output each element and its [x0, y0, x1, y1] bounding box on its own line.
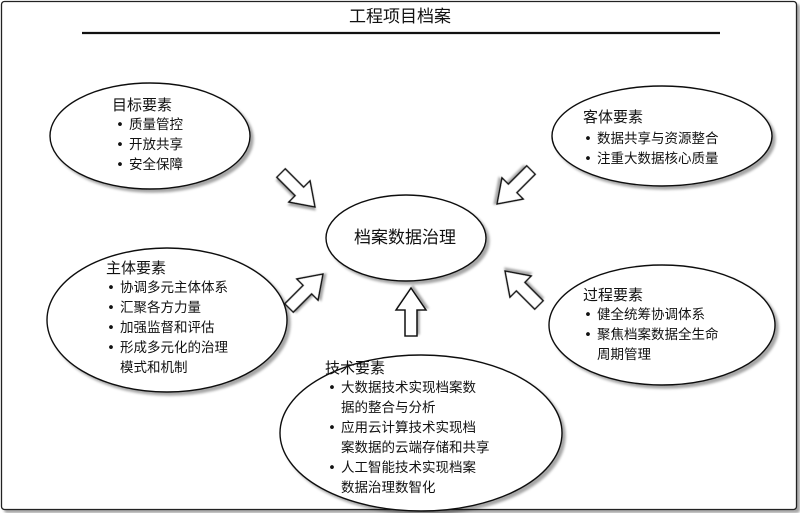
arrow-goal-to-center	[275, 167, 316, 208]
goal-node: 目标要素 质量管控 开放共享 安全保障	[112, 95, 183, 175]
arrow-subject-to-center	[283, 273, 324, 314]
object-title: 客体要素	[583, 108, 644, 126]
diagram-title: 工程项目档案	[349, 7, 451, 27]
list-item: 汇聚各方力量	[106, 298, 228, 318]
object-node: 客体要素 数据共享与资源整合 注重大数据核心质量	[583, 107, 719, 169]
goal-title: 目标要素	[112, 96, 173, 114]
object-list: 数据共享与资源整合 注重大数据核心质量	[583, 129, 719, 169]
list-item: 质量管控	[115, 115, 183, 135]
tech-title: 技术要素	[325, 359, 386, 377]
arrow-object-to-center	[496, 164, 537, 205]
arrow-process-to-center	[504, 270, 545, 311]
center-ellipse	[325, 194, 487, 282]
list-item: 健全统筹协调体系	[583, 305, 719, 325]
process-title: 过程要素	[583, 286, 644, 304]
subject-title: 主体要素	[106, 259, 167, 277]
goal-list: 质量管控 开放共享 安全保障	[115, 115, 183, 175]
arrow-tech-to-center	[394, 286, 428, 337]
list-item: 加强监督和评估	[106, 318, 228, 338]
list-item: 注重大数据核心质量	[583, 149, 719, 169]
list-item: 协调多元主体体系	[106, 278, 228, 298]
list-item: 安全保障	[115, 155, 183, 175]
subject-node: 主体要素 协调多元主体体系 汇聚各方力量 加强监督和评估 形成多元化的治理模式和…	[106, 258, 228, 378]
center-label: 档案数据治理	[354, 228, 456, 248]
list-item: 数据共享与资源整合	[583, 129, 719, 149]
list-item: 开放共享	[115, 135, 183, 155]
